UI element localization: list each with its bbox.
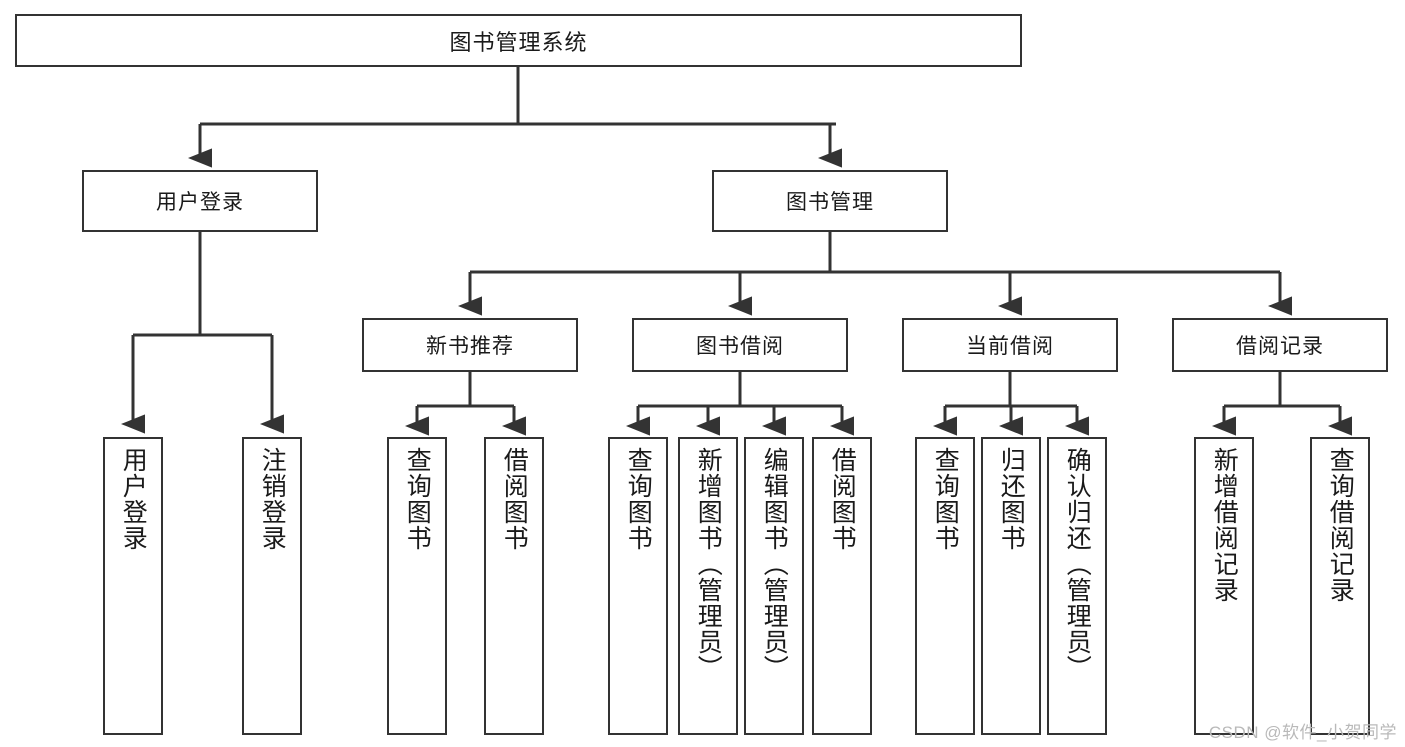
leaf-label: 新增借阅记录 xyxy=(1210,447,1239,603)
leaf-node[interactable]: 查询图书 xyxy=(387,437,447,735)
watermark-text: CSDN @软件_小贺同学 xyxy=(1208,723,1397,742)
leaf-node[interactable]: 新增图书（管理员） xyxy=(678,437,738,735)
leaf-node[interactable]: 借阅图书 xyxy=(484,437,544,735)
leaf-node[interactable]: 编辑图书（管理员） xyxy=(744,437,804,735)
leaf-label: 查询图书 xyxy=(403,447,432,551)
leaf-label: 借阅图书 xyxy=(500,447,529,551)
leaf-label: 用户登录 xyxy=(119,447,148,551)
leaf-node[interactable]: 查询图书 xyxy=(915,437,975,735)
leaf-label: 确认归还（管理员） xyxy=(1063,447,1092,681)
node-borrowing-records[interactable]: 借阅记录 xyxy=(1172,318,1388,372)
leaf-node[interactable]: 归还图书 xyxy=(981,437,1041,735)
node-new-book-recommendation[interactable]: 新书推荐 xyxy=(362,318,578,372)
leaf-label: 查询图书 xyxy=(624,447,653,551)
leaf-node[interactable]: 借阅图书 xyxy=(812,437,872,735)
leaf-node[interactable]: 用户登录 xyxy=(103,437,163,735)
leaf-node[interactable]: 确认归还（管理员） xyxy=(1047,437,1107,735)
node-book-borrowing[interactable]: 图书借阅 xyxy=(632,318,848,372)
node-root[interactable]: 图书管理系统 xyxy=(15,14,1022,67)
node-book-management[interactable]: 图书管理 xyxy=(712,170,948,232)
leaf-label: 注销登录 xyxy=(258,447,287,551)
leaf-node[interactable]: 注销登录 xyxy=(242,437,302,735)
leaf-label: 编辑图书（管理员） xyxy=(760,447,789,681)
leaf-label: 查询借阅记录 xyxy=(1326,447,1355,603)
node-user-login[interactable]: 用户登录 xyxy=(82,170,318,232)
node-current-borrowing[interactable]: 当前借阅 xyxy=(902,318,1118,372)
leaf-label: 借阅图书 xyxy=(828,447,857,551)
leaf-node[interactable]: 查询图书 xyxy=(608,437,668,735)
leaf-label: 查询图书 xyxy=(931,447,960,551)
leaf-node[interactable]: 查询借阅记录 xyxy=(1310,437,1370,735)
leaf-node[interactable]: 新增借阅记录 xyxy=(1194,437,1254,735)
leaf-label: 归还图书 xyxy=(997,447,1026,551)
leaf-label: 新增图书（管理员） xyxy=(694,447,723,681)
